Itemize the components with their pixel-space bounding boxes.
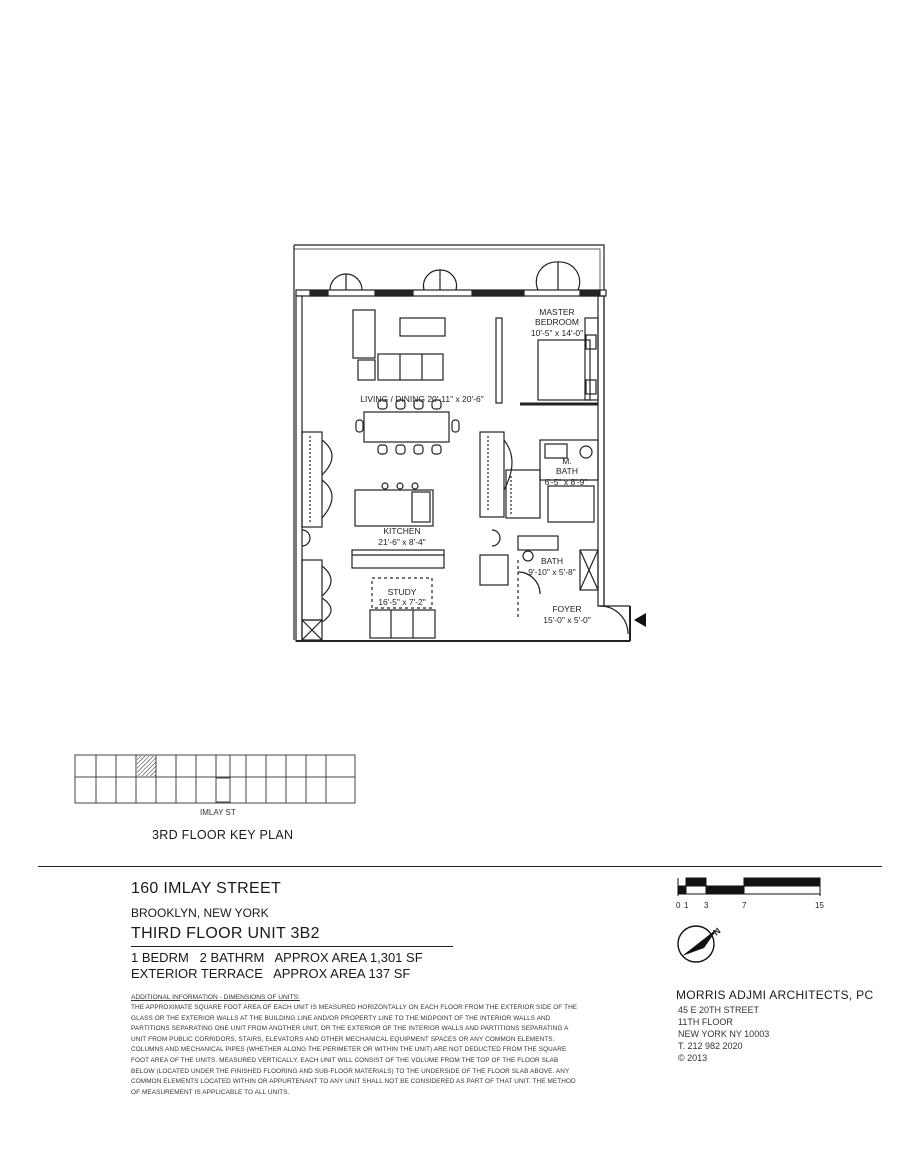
unit-stats-1: 1 BEDRM 2 BATHRM APPROX AREA 1,301 SF [131, 950, 423, 965]
notes-line: FOOT AREA OF THE UNITS. MEASURED VERTICA… [131, 1056, 559, 1064]
room-bath-dims: 9'-10" x 5'-8" [528, 567, 576, 577]
key-plan-unit-highlight [137, 756, 156, 776]
scale-label-0: 0 [676, 901, 681, 910]
unit-stats-2: EXTERIOR TERRACE APPROX AREA 137 SF [131, 966, 411, 981]
room-kitchen-dims: 21'-6" x 8'-4" [378, 537, 426, 547]
title-block-rule [38, 866, 882, 867]
room-living: LIVING / DINING 20'-11" x 20'-6" [360, 394, 483, 404]
room-foyer-dims: 15'-0" x 5'-0" [543, 615, 591, 625]
room-study-dims: 16'-5" x 7'-2" [378, 597, 426, 607]
terrace-outline [294, 244, 605, 290]
notes-heading: ADDITIONAL INFORMATION - DIMENSIONS OF U… [131, 994, 300, 1001]
notes-line: OF MEASUREMENT IS APPLICABLE TO ALL UNIT… [131, 1088, 290, 1096]
floor-plan: MASTER BEDROOM 10'-5" x 14'-0" LIVING / … [293, 244, 646, 642]
notes-line: GLASS OR THE EXTERIOR WALLS AT THE BUILD… [131, 1014, 551, 1022]
svg-text:N: N [711, 926, 722, 938]
scale-label-7: 7 [742, 901, 747, 910]
notes-line: COMMON ELEMENTS LOCATED WITHIN OR APPURT… [131, 1078, 576, 1086]
room-master-dims: 10'-5" x 14'-0" [531, 328, 583, 338]
key-plan-title: 3RD FLOOR KEY PLAN [152, 828, 294, 842]
scale-label-15: 15 [815, 901, 824, 910]
architect-line: 11TH FLOOR [678, 1017, 733, 1027]
room-kitchen: KITCHEN [383, 526, 420, 536]
notes-line: THE APPROXIMATE SQUARE FOOT AREA OF EACH… [131, 1004, 578, 1011]
room-mbath: M. [562, 456, 571, 466]
scale-bar: 0 1 3 7 15 [676, 877, 824, 910]
scale-label-3: 3 [704, 901, 709, 910]
north-arrow-icon: N [677, 925, 722, 963]
architect-line: T. 212 982 2020 [678, 1041, 743, 1051]
project-city: BROOKLYN, NEW YORK [131, 906, 269, 920]
notes-line: PARTITIONS SEPARATING ONE UNIT FROM ANOT… [131, 1025, 569, 1033]
key-plan [74, 754, 356, 804]
key-plan-street: IMLAY ST [200, 808, 236, 817]
architect-name: MORRIS ADJMI ARCHITECTS, PC [676, 988, 874, 1002]
scale-label-1: 1 [684, 901, 689, 910]
architect-details: 45 E 20TH STREET 11TH FLOOR NEW YORK NY … [678, 1004, 769, 1064]
room-master-sub: BEDROOM [535, 317, 579, 327]
unit-title-rule [131, 946, 453, 947]
room-mbath-sub: BATH [556, 466, 578, 476]
notes-line: BELOW (LOCATED UNDER THE FINISHED FLOORI… [131, 1067, 570, 1075]
room-bath: BATH [541, 556, 563, 566]
room-mbath-dims: 6'-5" x 8'-9" [545, 477, 588, 487]
project-address: 160 IMLAY STREET [131, 880, 282, 897]
notes-line: UNIT FROM PUBLIC CORRIDORS, STAIRS, ELEV… [131, 1035, 555, 1043]
notes-line: COLUMNS AND MECHANICAL PIPES (WHETHER AL… [131, 1046, 567, 1054]
room-master: MASTER [539, 307, 574, 317]
architect-line: 45 E 20TH STREET [678, 1005, 760, 1015]
entry-arrow-icon [634, 613, 646, 627]
room-study: STUDY [388, 587, 417, 597]
room-foyer: FOYER [552, 604, 581, 614]
architect-line: © 2013 [678, 1053, 708, 1063]
notes-body: THE APPROXIMATE SQUARE FOOT AREA OF EACH… [131, 1003, 591, 1098]
architect-line: NEW YORK NY 10003 [678, 1029, 770, 1039]
unit-title: THIRD FLOOR UNIT 3B2 [131, 925, 320, 942]
